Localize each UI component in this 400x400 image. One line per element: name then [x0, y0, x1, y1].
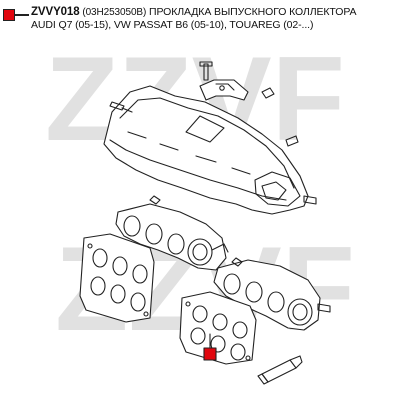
red-marker-icon	[3, 8, 31, 21]
part-title: ZVVY018 (03H253050B) ПРОКЛАДКА ВЫПУСКНОГ…	[31, 6, 357, 32]
part-description: ПРОКЛАДКА ВЫПУСКНОГО КОЛЛЕКТОРА	[149, 6, 357, 18]
heat-shield	[103, 61, 317, 215]
gasket-2	[179, 291, 257, 365]
exhaust-manifold-1	[115, 195, 229, 271]
exhaust-manifold-2	[213, 257, 331, 331]
oem-number: (03H253050B)	[82, 7, 147, 18]
gasket-1	[79, 233, 155, 323]
part-code: ZVVY018	[31, 6, 80, 18]
vehicle-applicability: AUDI Q7 (05-15), VW PASSAT B6 (05-10), T…	[31, 19, 314, 31]
sealant-tube	[257, 355, 303, 385]
part-header: ZVVY018 (03H253050B) ПРОКЛАДКА ВЫПУСКНОГ…	[3, 6, 397, 32]
part-callout-marker	[203, 347, 217, 361]
